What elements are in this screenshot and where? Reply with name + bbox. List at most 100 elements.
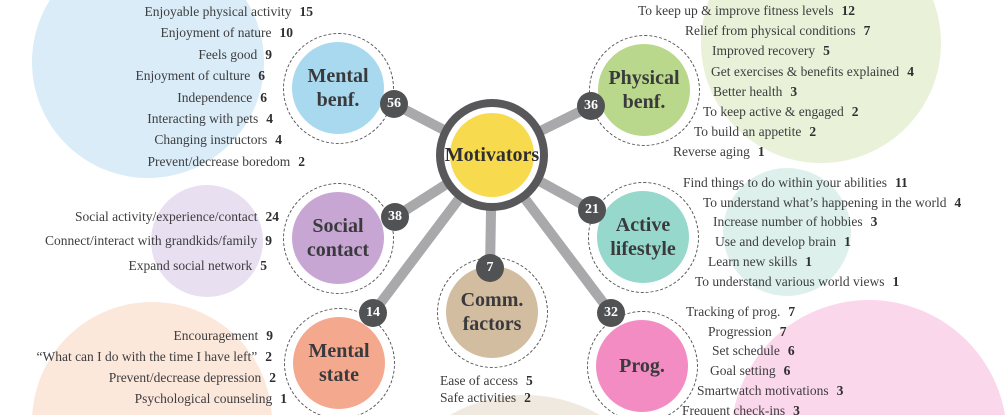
node-circle-physical-benf: Physical benf.: [598, 44, 690, 136]
item-count: 15: [299, 4, 314, 19]
item-count: 5: [260, 257, 267, 273]
item-count: 4: [275, 132, 282, 148]
count-badge-mental-benf: 56: [380, 90, 408, 118]
item-label: Enjoyable physical activity: [144, 4, 292, 19]
hub-label: Motivators: [444, 143, 540, 166]
item-label: To build an appetite: [694, 124, 802, 140]
item-label: To understand various world views: [695, 273, 885, 289]
item-label: Goal setting: [710, 363, 776, 379]
node-label: Mental benf.: [307, 65, 369, 111]
list-item: Relief from physical conditions 7: [638, 21, 914, 41]
node-circle-social-contact: Social contact: [292, 192, 384, 284]
item-count: 4: [266, 111, 273, 127]
count-badge-comm-factors: 7: [476, 254, 504, 282]
item-label: Enjoyment of nature: [160, 25, 272, 41]
item-label: Safe activities: [440, 390, 517, 406]
item-count: 10: [279, 25, 294, 41]
count-badge-physical-benf: 36: [577, 92, 605, 120]
item-label: Smartwatch motivations: [697, 382, 829, 398]
item-count: 4: [907, 63, 914, 79]
item-count: 6: [783, 363, 791, 379]
item-count: 9: [265, 233, 272, 249]
node-circle-mental-state: Mental state: [293, 317, 385, 409]
item-label: To keep up & improve fitness levels: [638, 3, 834, 18]
item-label: Improved recovery: [712, 43, 816, 59]
item-count: 6: [258, 68, 265, 84]
item-count: 7: [788, 304, 796, 319]
item-count: 2: [298, 153, 305, 169]
node-dashed-ring: [588, 182, 699, 293]
item-label: Increase number of hobbies: [713, 214, 863, 230]
list-item: Connect/interact with grandkids/family 9: [45, 229, 279, 253]
item-count: 1: [757, 144, 765, 160]
item-label: Frequent check-ins: [682, 402, 786, 415]
item-count: 2: [265, 349, 272, 364]
list-item: Reverse aging 1: [638, 142, 914, 162]
list-item: Prevent/decrease depression 2: [36, 367, 287, 388]
item-label: Use and develop brain: [715, 234, 837, 250]
item-label: Ease of access: [440, 373, 518, 388]
item-label: Interacting with pets: [147, 111, 259, 127]
node-label: Physical benf.: [608, 67, 680, 113]
item-count: 1: [844, 234, 851, 250]
node-dashed-ring: [284, 308, 395, 415]
item-count: 12: [841, 3, 856, 18]
item-label: Find things to do within your abilities: [683, 175, 888, 190]
item-count: 3: [870, 214, 878, 230]
node-circle-active-lifestyle: Active lifestyle: [597, 191, 689, 283]
list-item: To keep up & improve fitness levels 12: [638, 1, 914, 21]
list-item: Interacting with pets 4: [136, 108, 313, 129]
item-label: Learn new skills: [708, 253, 798, 269]
background-blob-top-left: [32, 0, 264, 178]
list-item: “What can I do with the time I have left…: [36, 346, 287, 367]
background-blob-mid-left: [151, 185, 263, 297]
node-label: Mental state: [308, 340, 370, 386]
item-count: 6: [260, 89, 267, 105]
node-label: Prog.: [619, 355, 665, 377]
item-label: Reverse aging: [673, 144, 750, 160]
item-count: 2: [851, 104, 859, 120]
node-label: Social contact: [306, 215, 370, 261]
item-count: 9: [266, 328, 273, 343]
item-label: Relief from physical conditions: [685, 23, 856, 39]
item-count: 9: [265, 46, 272, 62]
count-badge-social-contact: 38: [381, 203, 409, 231]
item-count: 2: [524, 390, 531, 406]
node-label: Comm. factors: [460, 289, 524, 335]
node-physical-benf: Physical benf.: [589, 35, 700, 146]
item-label: Prevent/decrease boredom: [147, 153, 291, 169]
item-label: Expand social network: [128, 257, 253, 273]
item-label: To understand what’s happening in the wo…: [703, 194, 947, 210]
item-label: Independence: [177, 89, 253, 105]
node-prog: Prog.: [587, 311, 698, 415]
item-count: 2: [269, 370, 276, 385]
item-label: Set schedule: [712, 343, 780, 359]
item-label: Prevent/decrease depression: [108, 370, 262, 385]
count-badge-active-lifestyle: 21: [578, 196, 606, 224]
item-label: Connect/interact with grandkids/family: [45, 233, 258, 249]
item-label: “What can I do with the time I have left…: [36, 349, 258, 364]
list-active-lifestyle: Find things to do within your abilities 1…: [683, 173, 961, 291]
list-item: Independence 6: [136, 87, 313, 108]
list-item: Goal setting 6: [682, 361, 843, 381]
list-item: Increase number of hobbies 3: [683, 212, 961, 232]
item-count: 7: [863, 23, 871, 39]
list-item: Use and develop brain 1: [683, 232, 961, 252]
